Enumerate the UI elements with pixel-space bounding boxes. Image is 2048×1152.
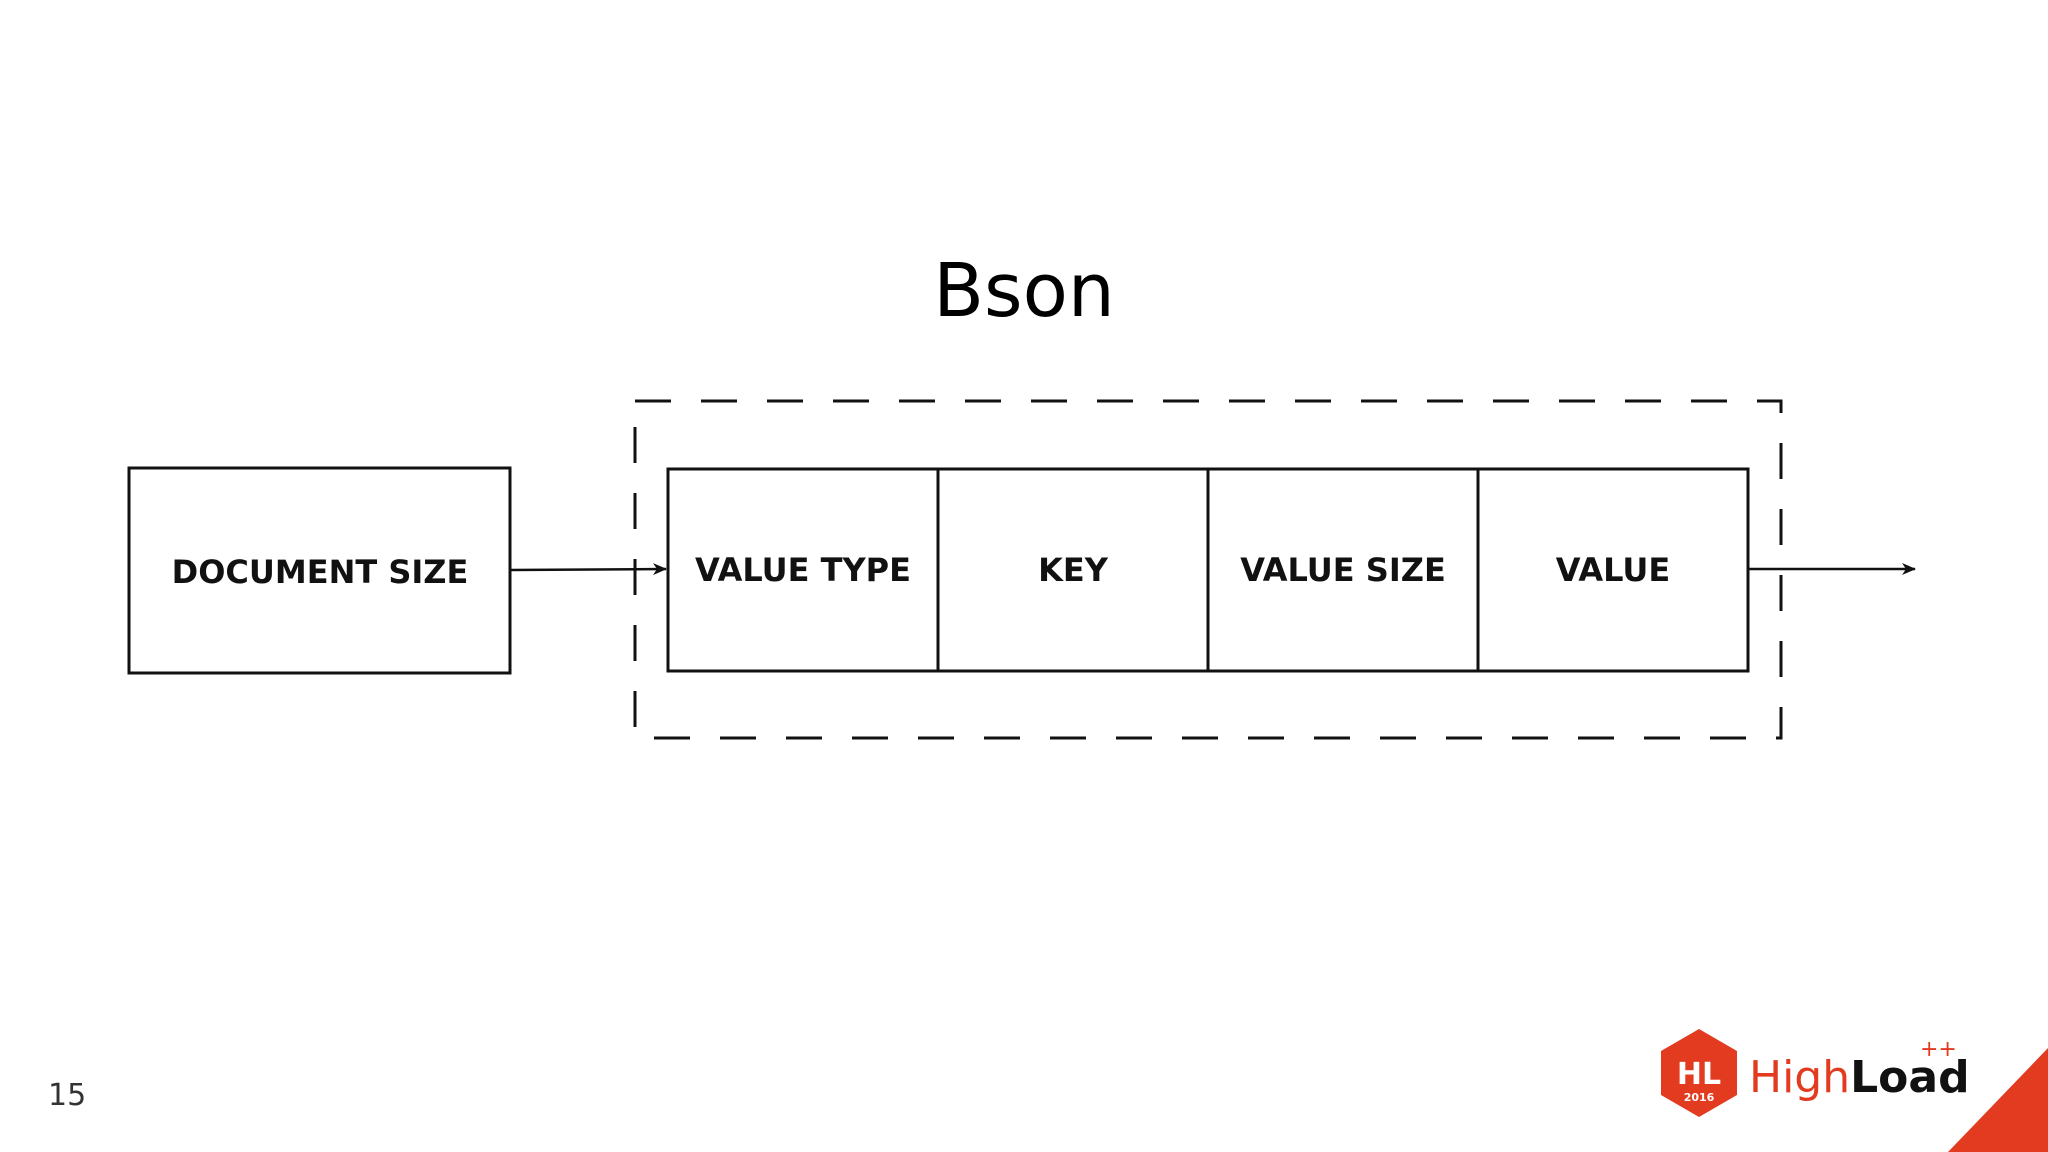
- logo-wordmark: HighLoad: [1749, 1052, 1970, 1103]
- hl-badge-year: 2016: [1684, 1091, 1715, 1104]
- hl-badge-text: HL: [1677, 1057, 1721, 1092]
- logo-word-load: Load: [1850, 1052, 1969, 1103]
- key-box: [936, 467, 1210, 673]
- key-label: KEY: [1038, 551, 1109, 589]
- value-size-label: VALUE SIZE: [1240, 551, 1446, 589]
- value-type-box: [666, 467, 940, 673]
- value-box: [1476, 467, 1750, 673]
- repeating-element-group: [633, 399, 1783, 740]
- document-size-box: [127, 466, 512, 675]
- page-number: 15: [48, 1078, 87, 1113]
- document-size-label: DOCUMENT SIZE: [172, 553, 469, 591]
- hl-badge-hexagon: [1661, 1029, 1737, 1117]
- value-label: VALUE: [1556, 551, 1670, 589]
- slide-title: Bson: [933, 248, 1115, 334]
- logo-superscript: ++: [1920, 1037, 1957, 1062]
- highload-logo: HL 2016 HighLoad ++: [1661, 1029, 1970, 1117]
- document-to-element-arrow: [509, 563, 667, 576]
- value-type-label: VALUE TYPE: [695, 551, 911, 589]
- value-size-box: [1206, 467, 1480, 673]
- logo-word-high: High: [1749, 1052, 1850, 1103]
- corner-accent-triangle: [1948, 1048, 2048, 1152]
